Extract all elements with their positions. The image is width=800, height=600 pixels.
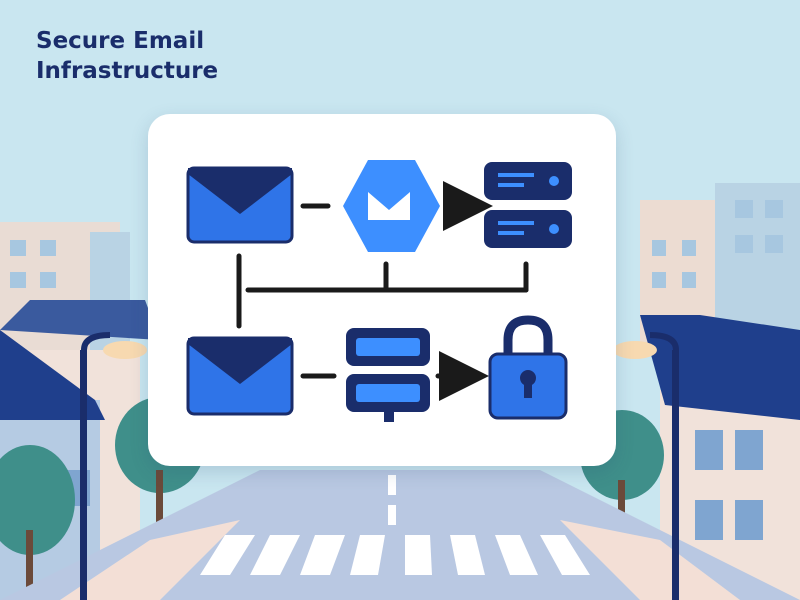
database-stack-icon	[346, 328, 430, 422]
email-envelope-icon	[186, 336, 294, 416]
server-stack-icon	[484, 162, 572, 248]
street-lamp-right	[613, 332, 679, 600]
mail-gateway-hexagon-icon	[343, 160, 440, 252]
street-lamp-left	[80, 332, 147, 600]
email-flow-diagram	[186, 160, 572, 422]
page-title: Secure Email Infrastructure	[36, 26, 296, 86]
connectors	[236, 181, 529, 401]
email-envelope-icon	[186, 166, 294, 244]
building-left-back	[0, 222, 130, 362]
road	[0, 470, 800, 600]
diagram-card	[148, 114, 616, 466]
page-title-line-1: Secure Email	[36, 28, 205, 54]
padlock-icon	[488, 315, 568, 420]
page-title-line-2: Infrastructure	[36, 58, 219, 84]
